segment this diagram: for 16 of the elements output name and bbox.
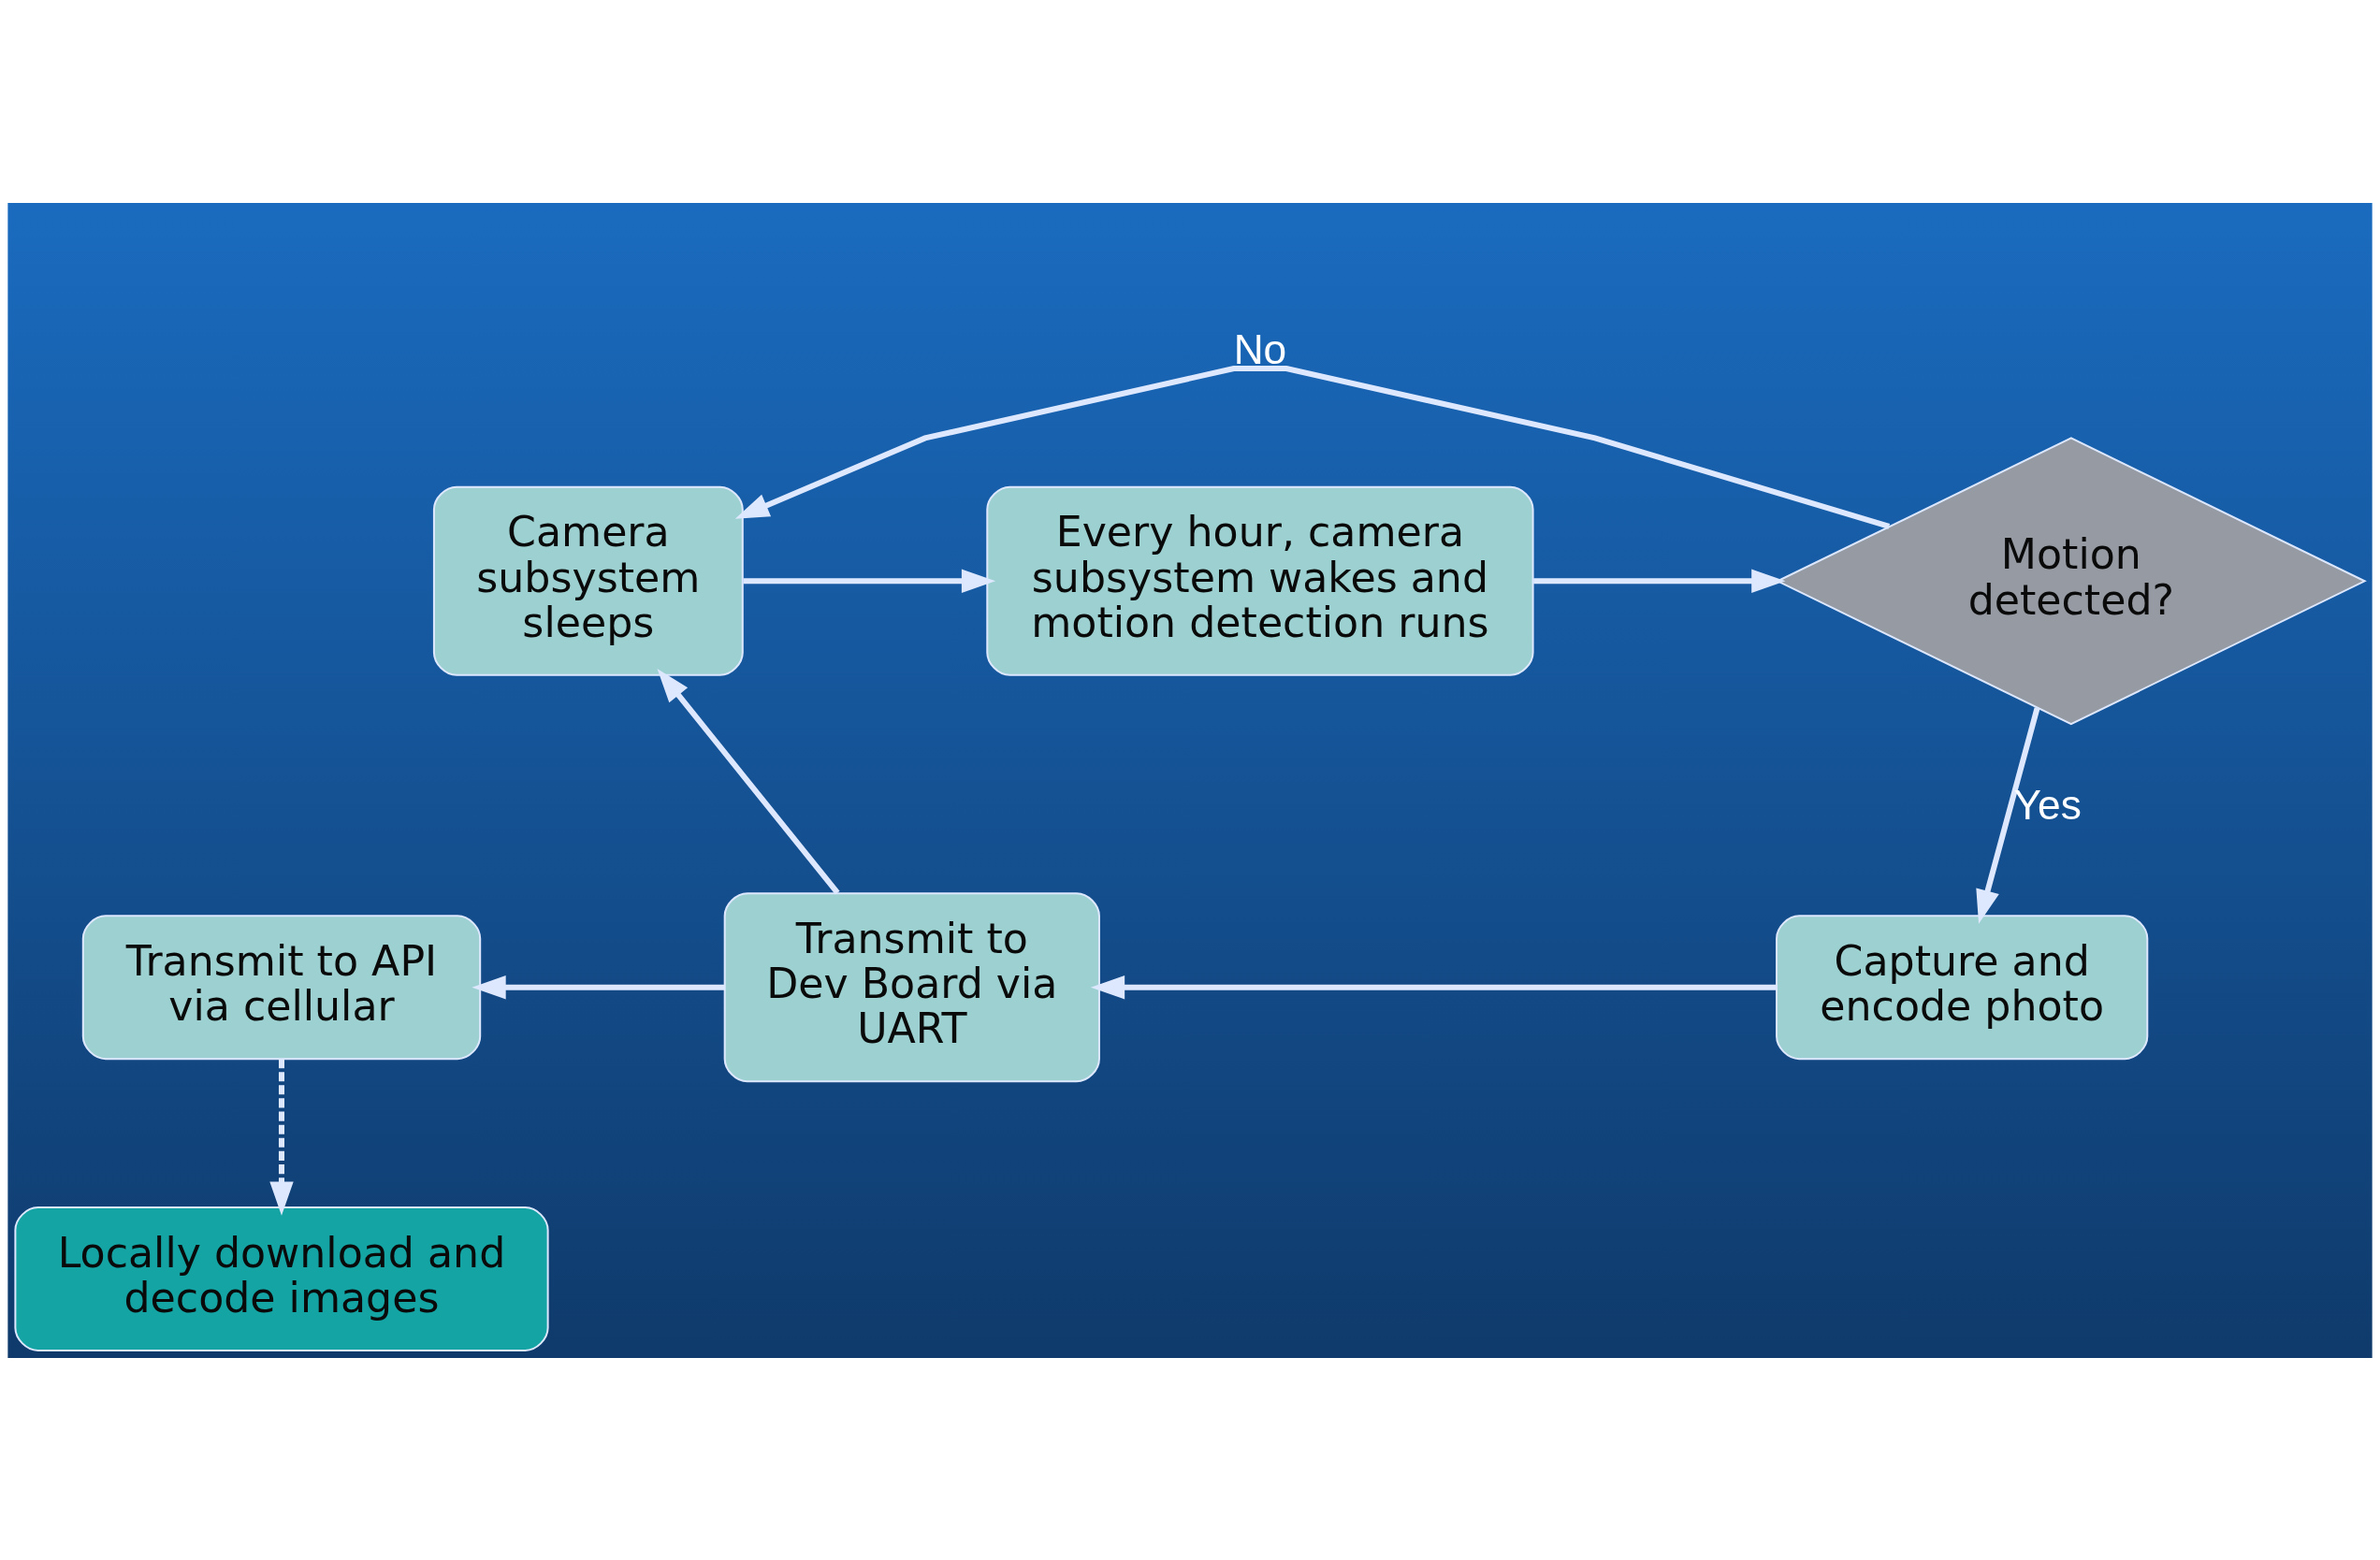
arrow bbox=[1533, 569, 1786, 593]
node-box: Every hour, camera subsystem wakes and motion detection runs bbox=[986, 485, 1534, 676]
node-box: Transmit to API via cellular bbox=[81, 914, 482, 1060]
arrow bbox=[1090, 975, 1777, 999]
node-box: Capture and encode photo bbox=[1776, 914, 2149, 1060]
edge-label: No bbox=[1233, 325, 1287, 372]
arrow bbox=[269, 1058, 294, 1216]
node-box: Locally download and decode images bbox=[14, 1206, 549, 1351]
arrow bbox=[743, 569, 996, 593]
node-box: Transmit to Dev Board via UART bbox=[723, 891, 1100, 1082]
arrow bbox=[472, 975, 725, 999]
arrow bbox=[734, 365, 1891, 529]
edge-label: Yes bbox=[2013, 781, 2082, 828]
node-box: Camera subsystem sleeps bbox=[432, 485, 744, 676]
arrow bbox=[657, 668, 840, 895]
arrow bbox=[1976, 706, 2040, 924]
